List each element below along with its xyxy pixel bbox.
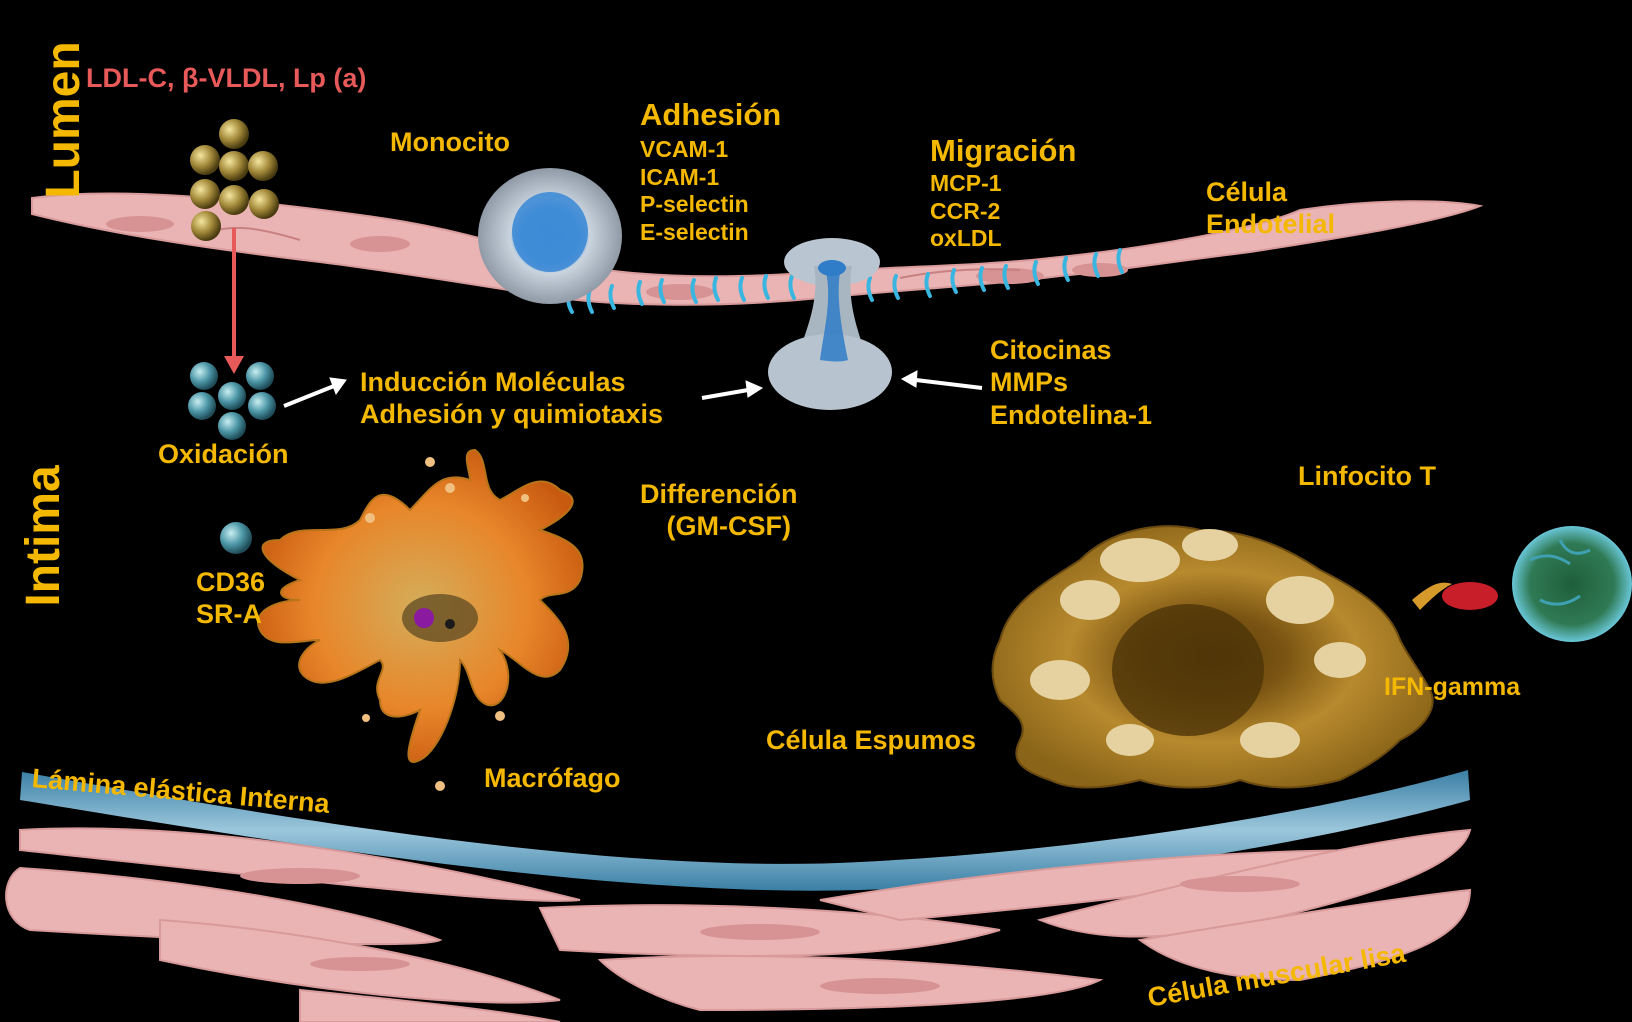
migration-item: CCR-2: [930, 198, 1002, 226]
intima-label: Intima: [15, 465, 73, 606]
adhesion-title: Adhesión: [640, 96, 781, 133]
t-lymphocyte-label: Linfocito T: [1298, 460, 1436, 492]
migration-title: Migración: [930, 132, 1076, 169]
lipoproteins-label: LDL-C, β-VLDL, Lp (a): [86, 62, 366, 94]
receptors-label: CD36 SR-A: [196, 566, 265, 631]
foam-cell-label: Célula Espumos: [766, 724, 976, 756]
induction-label: Inducción Moléculas Adhesión y quimiotax…: [360, 366, 663, 431]
adhesion-item: ICAM-1: [640, 164, 749, 192]
monocyte-cell-icon: [478, 168, 622, 304]
monocyte-label: Monocito: [390, 126, 510, 158]
endothelial-cell-label: Célula Endotelial: [1206, 176, 1335, 241]
migration-list: MCP-1 CCR-2 oxLDL: [930, 170, 1002, 253]
mediators-label: Citocinas MMPs Endotelina-1: [990, 334, 1152, 431]
macrophage-cell-icon: [220, 450, 583, 791]
macrophage-label: Macrófago: [484, 762, 621, 794]
lumen-label: Lumen: [35, 41, 93, 198]
differentiation-label: Differención (GM-CSF): [640, 478, 798, 543]
induction-label-line: Adhesión y quimiotaxis: [360, 398, 663, 430]
migrating-monocyte-icon: [768, 238, 892, 410]
adhesion-item: VCAM-1: [640, 136, 749, 164]
mediator-item: Endotelina-1: [990, 399, 1152, 431]
migration-item: oxLDL: [930, 225, 1002, 253]
t-lymphocyte-icon: [1412, 526, 1632, 642]
mediator-item: Citocinas: [990, 334, 1152, 366]
mediator-item: MMPs: [990, 366, 1152, 398]
endothelial-cell-label-line: Célula: [1206, 176, 1335, 208]
endothelial-cell-label-line: Endotelial: [1206, 208, 1335, 240]
oxidized-ldl-particles-icon: [188, 362, 276, 440]
induction-label-line: Inducción Moléculas: [360, 366, 663, 398]
foam-cell-icon: [993, 526, 1433, 787]
adhesion-list: VCAM-1 ICAM-1 P-selectin E-selectin: [640, 136, 749, 246]
receptor-item: CD36: [196, 566, 265, 598]
migration-item: MCP-1: [930, 170, 1002, 198]
receptor-item: SR-A: [196, 598, 265, 630]
differentiation-label-line: Differención: [640, 478, 798, 510]
adhesion-item: E-selectin: [640, 219, 749, 247]
oxidation-label: Oxidación: [158, 438, 289, 470]
differentiation-label-line: (GM-CSF): [640, 510, 798, 542]
ifn-gamma-label: IFN-gamma: [1384, 672, 1520, 702]
adhesion-item: P-selectin: [640, 191, 749, 219]
